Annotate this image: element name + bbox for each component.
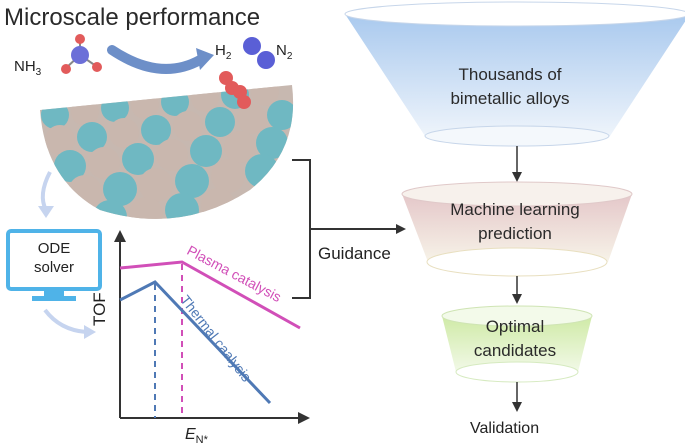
- stage2-line-2: prediction: [478, 224, 552, 243]
- plasma-catalysis-line: [119, 260, 301, 330]
- reaction-arrowhead: [196, 48, 214, 70]
- funnel-stage-2: [401, 181, 633, 277]
- page-title: Microscale performance: [4, 4, 261, 31]
- h2-molecules: [219, 71, 251, 109]
- surface-atoms: [41, 85, 294, 219]
- nh3-label: NH3: [14, 58, 42, 78]
- n2-label: N2: [276, 42, 293, 62]
- reaction-arrow: [107, 45, 205, 74]
- funnel-stage-3: [441, 305, 593, 383]
- guidance-bracket: [292, 159, 406, 299]
- funnel-stage-1: [344, 1, 685, 147]
- funnel-stage-2-text: Machine learning prediction: [405, 198, 625, 246]
- monitor-icon: [6, 229, 102, 301]
- ode-line-2: solver: [33, 259, 74, 276]
- y-axis-label: TOF: [90, 292, 109, 326]
- funnel-stage-1-text: Thousands of bimetallic alloys: [410, 63, 610, 111]
- stage1-line-2: bimetallic alloys: [450, 89, 570, 108]
- nh3-molecule: [61, 34, 102, 74]
- x-axis-label: EN*: [185, 426, 208, 447]
- thermal-catalysis-line: [119, 280, 272, 405]
- plot-axes: [114, 230, 310, 424]
- stage3-line-1: Optimal: [485, 317, 545, 336]
- guidance-label: Guidance: [318, 244, 391, 263]
- surface-to-monitor-arrow: [40, 171, 52, 211]
- stage3-line-2: candidates: [473, 341, 557, 360]
- h2-label: H2: [215, 42, 232, 62]
- validation-label: Validation: [470, 420, 540, 437]
- stage2-line-1: Machine learning: [450, 200, 580, 219]
- stage1-line-1: Thousands of: [458, 65, 562, 84]
- monitor-to-plot-arrow: [43, 308, 87, 334]
- ode-solver-label: ODE solver: [10, 233, 98, 287]
- ode-line-1: ODE: [37, 240, 71, 257]
- catalyst-surface: [40, 85, 294, 219]
- n2-molecule: [243, 37, 275, 69]
- funnel-stage-3-text: Optimal candidates: [440, 315, 590, 363]
